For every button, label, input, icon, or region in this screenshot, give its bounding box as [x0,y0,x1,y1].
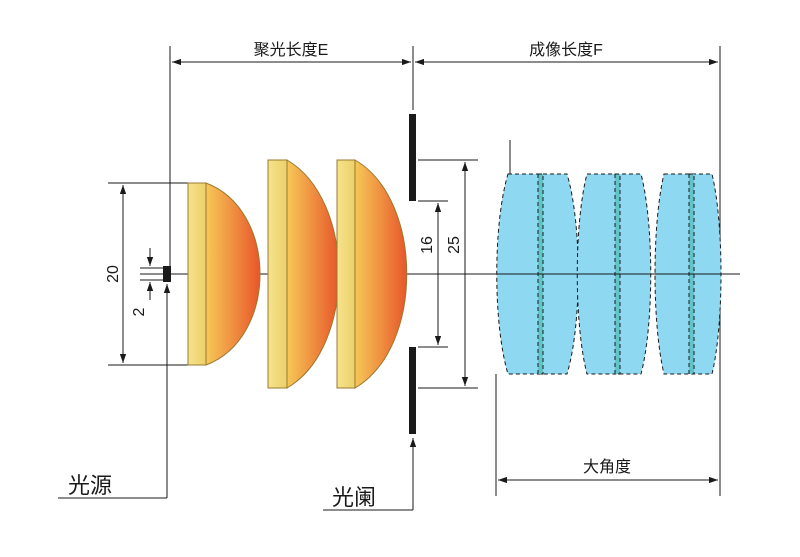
outer-height-label: 20 [105,265,122,283]
wide-angle-dimension: 大角度 [498,458,718,484]
aperture-label: 光阑 [332,485,376,510]
focus-length-dimension: 聚光长度E [169,41,414,272]
aperture-span-label: 25 [446,236,463,254]
condenser-lens-3 [336,159,408,389]
aperture-bottom-blade [409,347,416,434]
aperture-span-dimension: 25 [418,159,478,389]
aperture-callout: 光阑 [323,438,417,511]
source-height-label: 2 [131,307,148,316]
wide-angle-label: 大角度 [583,458,631,476]
aperture [409,114,416,434]
outer-height-dimension: 20 [105,182,190,366]
source-height-dimension: 2 [131,248,165,316]
light-source-label: 光源 [68,473,112,498]
light-source [163,266,171,282]
condenser-lens-1 [187,182,261,366]
focus-length-label: 聚光长度E [254,41,329,59]
aperture-opening-label: 16 [419,236,436,254]
image-length-label: 成像长度F [529,41,603,59]
aperture-opening-dimension: 16 [418,200,448,348]
light-source-callout: 光源 [58,284,171,499]
condenser-lens-2 [267,159,340,389]
aperture-top-blade [409,114,416,201]
